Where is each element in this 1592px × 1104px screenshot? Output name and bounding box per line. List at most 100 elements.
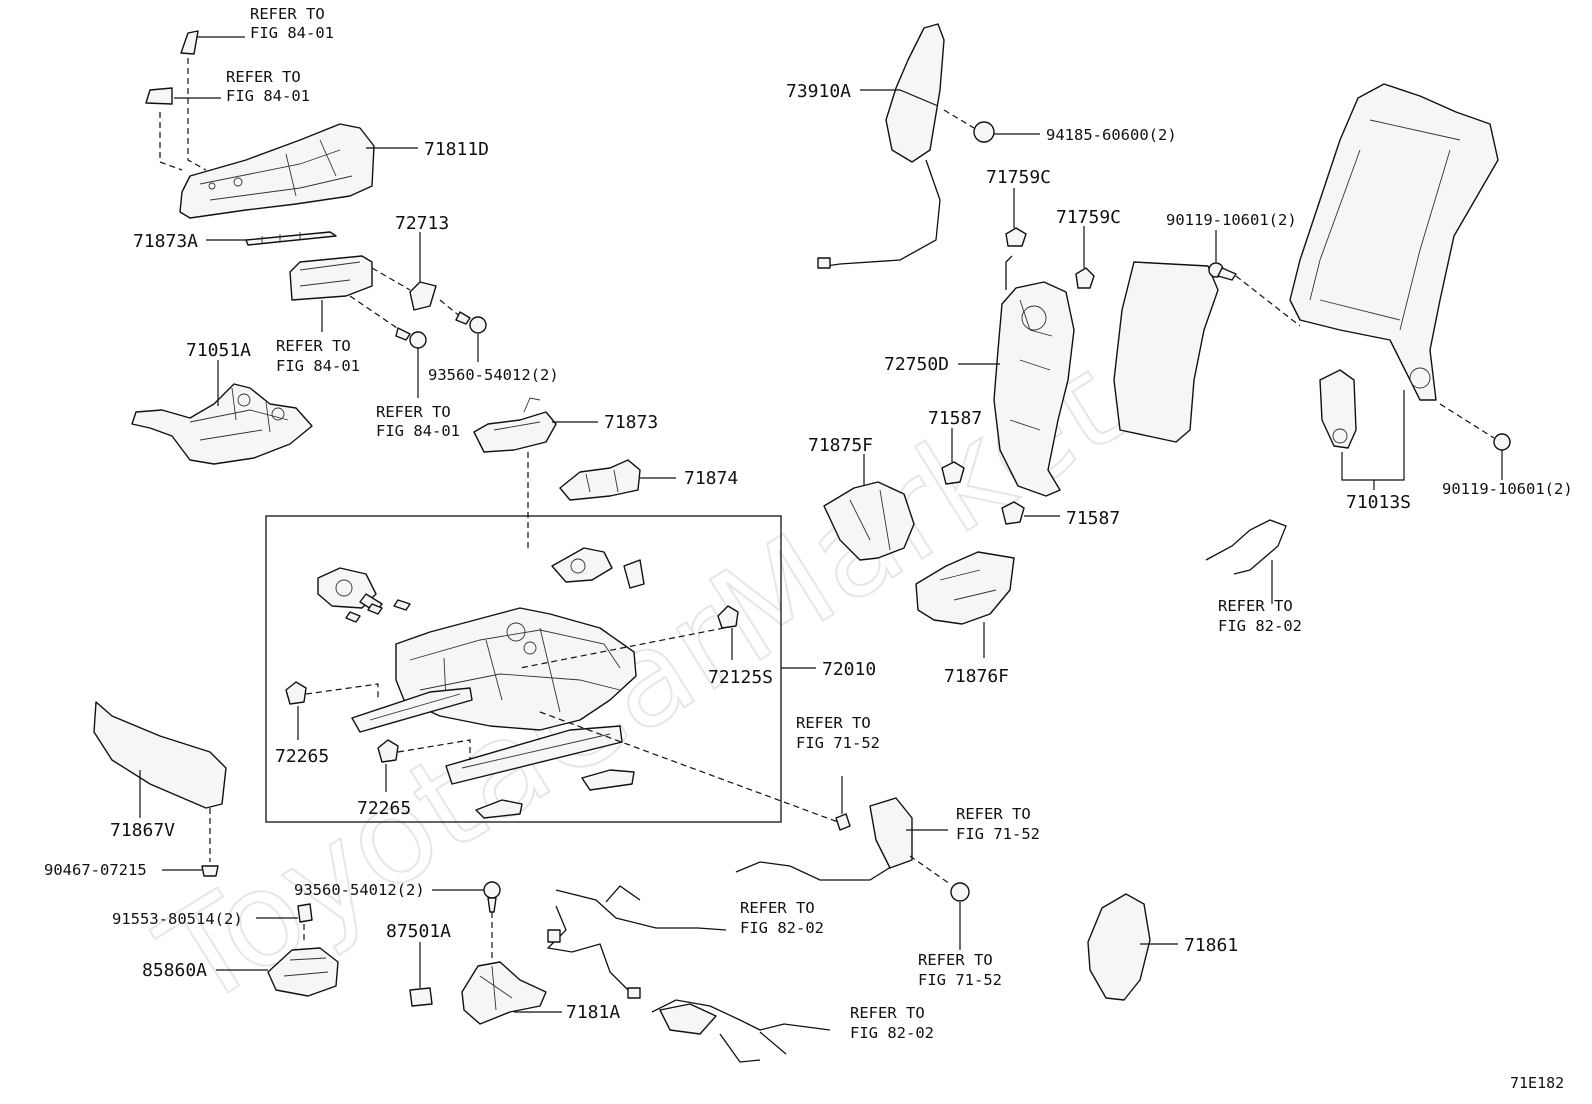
wire-harness-2: [651, 999, 831, 1063]
screw-93560-2: [395, 327, 427, 349]
buckle-wire: [735, 797, 913, 881]
refer-note-10: REFER TO FIG 82-02: [850, 1004, 934, 1042]
part-number-93560: 93560-54012(2): [428, 366, 559, 384]
cover-71861: [1087, 893, 1151, 1001]
nut-part: [835, 813, 851, 831]
dashed-leader: [159, 112, 183, 171]
clip-72265: [285, 681, 307, 705]
wire-harness: [546, 885, 727, 999]
seat-adjuster-71051A: [131, 383, 313, 465]
svg-text:REFER TO: REFER TO: [796, 714, 871, 732]
seat-cushion-shield-71811D: [179, 123, 375, 219]
callout-71873A: 71873A: [133, 231, 198, 252]
pins: [345, 599, 411, 623]
callout-71874: 71874: [684, 468, 738, 489]
knob-part: [180, 30, 199, 55]
switch-base-part: [289, 255, 373, 301]
callout-71861: 71861: [1184, 935, 1238, 956]
dashed-leader: [519, 627, 839, 823]
knob-part-2: [145, 87, 173, 105]
dashed-leader: [943, 109, 975, 129]
svg-text:FIG 84-01: FIG 84-01: [250, 24, 334, 42]
callout-71013S: 71013S: [1346, 492, 1411, 513]
svg-text:FIG 71-52: FIG 71-52: [956, 825, 1040, 843]
wire-harness-3: [1205, 519, 1287, 575]
callout-71587-2: 71587: [1066, 508, 1120, 529]
bolt-90119: [1208, 262, 1237, 281]
refer-note: REFER TO FIG 84-01: [250, 5, 334, 42]
callout-72265: 72265: [275, 746, 329, 767]
callout-85860A: 85860A: [142, 960, 207, 981]
switch-85860A: [267, 947, 339, 997]
svg-text:FIG 82-02: FIG 82-02: [1218, 617, 1302, 635]
callout-71051A: 71051A: [186, 340, 251, 361]
side-airbag-73910A: [817, 23, 945, 269]
part-number-91553: 91553-80514(2): [112, 910, 243, 928]
motor-71013S: [1319, 369, 1357, 449]
leader-line: [1341, 390, 1405, 481]
nut-part-2: [950, 882, 970, 902]
dashed-leader: [397, 739, 471, 760]
callout-87501A: 87501A: [386, 921, 451, 942]
svg-text:FIG 84-01: FIG 84-01: [226, 87, 310, 105]
svg-text:FIG 84-01: FIG 84-01: [276, 357, 360, 375]
dashed-leader: [1235, 275, 1301, 327]
callout-71811D: 71811D: [424, 139, 489, 160]
callout-71873: 71873: [604, 412, 658, 433]
dashed-leader: [909, 855, 951, 885]
part-number-90119-2: 90119-10601(2): [1442, 480, 1573, 498]
clip-72125S: [717, 605, 739, 629]
svg-text:FIG 82-02: FIG 82-02: [850, 1024, 934, 1042]
refer-note-5: REFER TO FIG 71-52: [796, 714, 880, 752]
svg-text:REFER TO: REFER TO: [740, 899, 815, 917]
refer-note-2: REFER TO FIG 84-01: [226, 68, 310, 105]
dashed-leader: [1439, 403, 1495, 439]
seatback-board-72750D: [993, 255, 1075, 497]
part-number-90119: 90119-10601(2): [1166, 211, 1297, 229]
svg-text:FIG 82-02: FIG 82-02: [740, 919, 824, 937]
part-number-90467: 90467-07215: [44, 861, 147, 879]
leader-line: [860, 89, 939, 107]
svg-text:REFER TO: REFER TO: [276, 337, 351, 355]
svg-text:REFER TO: REFER TO: [226, 68, 301, 86]
clip-71587-2: [1001, 501, 1025, 525]
dashed-leader: [349, 295, 401, 331]
svg-text:REFER TO: REFER TO: [850, 1004, 925, 1022]
sheet-id: 71E182: [1510, 1074, 1564, 1092]
bracket-71873: [473, 397, 557, 453]
callout-71867V: 71867V: [110, 820, 175, 841]
nut-94185: [973, 121, 995, 143]
refer-note-7: REFER TO FIG 71-52: [918, 951, 1002, 989]
bracket-7181A: [461, 961, 547, 1025]
callout-72750D: 72750D: [884, 354, 949, 375]
bar-71873A: [245, 231, 337, 246]
assembly-boundary-72010: [265, 515, 782, 823]
bracket-72713: [409, 281, 437, 311]
refer-note-8: REFER TO FIG 82-02: [1218, 597, 1302, 635]
callout-71759C-2: 71759C: [1056, 207, 1121, 228]
track-cover: [475, 769, 635, 819]
screw-93560-b: [483, 881, 501, 913]
svg-text:FIG 84-01: FIG 84-01: [376, 422, 460, 440]
callout-71759C: 71759C: [986, 167, 1051, 188]
svg-text:REFER TO: REFER TO: [918, 951, 993, 969]
dashed-leader: [305, 683, 379, 700]
svg-text:REFER TO: REFER TO: [956, 805, 1031, 823]
callout-7181A: 7181A: [566, 1002, 620, 1023]
module-87501A: [409, 987, 433, 1007]
bracket-71876F: [915, 551, 1015, 625]
refer-note-9: REFER TO FIG 82-02: [740, 899, 824, 937]
part-number-94185: 94185-60600(2): [1046, 126, 1177, 144]
callout-72010: 72010: [822, 659, 876, 680]
refer-note-6: REFER TO FIG 71-52: [956, 805, 1040, 843]
clip-72265-2: [377, 739, 399, 763]
callout-71875F: 71875F: [808, 435, 873, 456]
callout-72265-2: 72265: [357, 798, 411, 819]
callout-73910A: 73910A: [786, 81, 851, 102]
screw-93560: [455, 311, 487, 334]
bracket-71874: [559, 459, 641, 501]
clip-71759C: [1005, 227, 1027, 247]
callout-72125S: 72125S: [708, 667, 773, 688]
